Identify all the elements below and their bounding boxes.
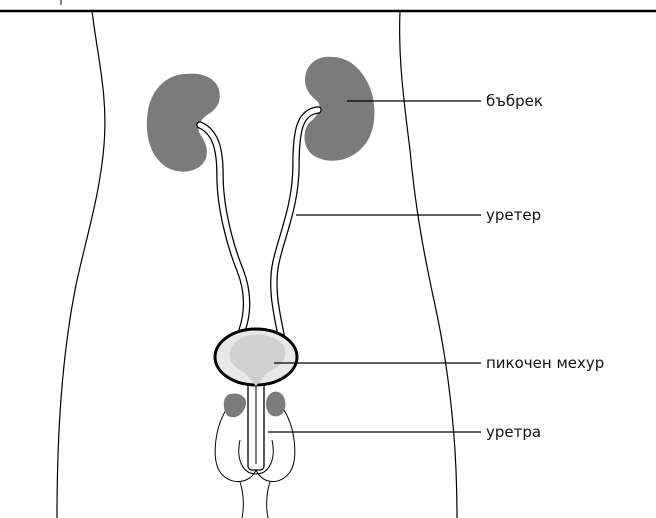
body-outline-right: [400, 11, 457, 518]
right-gland: [266, 392, 285, 417]
left-ureter-outer: [200, 125, 247, 340]
left-gland: [224, 393, 246, 417]
bladder-label: пикочен мехур: [486, 354, 604, 372]
right-thigh-line: [267, 482, 270, 518]
left-kidney: [147, 74, 220, 172]
left-thigh-line: [240, 482, 243, 518]
left-ureter-inner: [200, 125, 247, 340]
kidney-label: бъбрек: [486, 92, 543, 110]
body-outline-left: [57, 11, 105, 518]
ureter-label: уретер: [486, 206, 541, 224]
urethra-label: уретра: [486, 423, 541, 441]
